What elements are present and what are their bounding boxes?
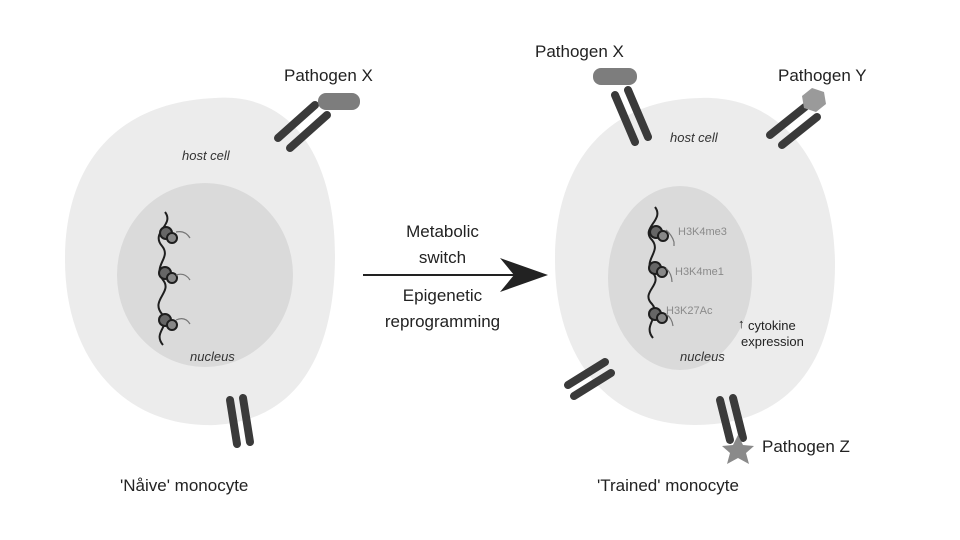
receptor-x bbox=[611, 86, 652, 146]
pathogen-z-shape bbox=[722, 435, 754, 464]
transition-line-1: Metabolic bbox=[406, 222, 479, 241]
pathogen-y-shape bbox=[802, 88, 826, 112]
host-cell-label: host cell bbox=[182, 148, 230, 163]
host-cell-label-trained: host cell bbox=[670, 130, 718, 145]
pathogen-x-label-trained: Pathogen X bbox=[535, 42, 624, 61]
cytokine-label: cytokine bbox=[748, 318, 796, 333]
naive-monocyte-cell bbox=[65, 93, 360, 448]
histone-mark-h3k27ac: H3K27Ac bbox=[666, 305, 713, 317]
naive-monocyte-caption: 'Nåive' monocyte bbox=[120, 476, 249, 495]
nucleus-label-trained: nucleus bbox=[680, 349, 725, 364]
transition-line-4: reprogramming bbox=[384, 312, 501, 331]
transition-arrow bbox=[363, 258, 548, 292]
histone-mark-h3k4me1: H3K4me1 bbox=[675, 266, 724, 278]
transition-line-2: switch bbox=[418, 248, 467, 267]
expression-label: expression bbox=[741, 334, 804, 349]
receptor-bottom bbox=[226, 394, 254, 448]
receptor-top bbox=[274, 101, 331, 152]
receptor-z bbox=[716, 394, 747, 444]
pathogen-y-label: Pathogen Y bbox=[778, 66, 867, 85]
nucleus-label: nucleus bbox=[190, 349, 235, 364]
transition-line-3: Epigenetic bbox=[402, 286, 483, 305]
nucleus bbox=[117, 183, 293, 367]
trained-monocyte-cell bbox=[555, 68, 835, 464]
pathogen-z-label: Pathogen Z bbox=[762, 437, 850, 456]
pathogen-x-shape bbox=[318, 93, 360, 110]
nucleus-trained bbox=[608, 186, 752, 370]
cytokine-up-arrow: ↑ bbox=[738, 316, 745, 331]
pathogen-x-label: Pathogen X bbox=[284, 66, 373, 85]
chromatin bbox=[157, 211, 191, 346]
receptor-lower-left bbox=[564, 358, 615, 400]
receptor-y bbox=[766, 103, 821, 149]
chromatin-trained bbox=[647, 206, 675, 339]
histone-mark-h3k4me3: H3K4me3 bbox=[678, 226, 727, 238]
pathogen-x-shape-trained bbox=[593, 68, 637, 85]
trained-monocyte-caption: 'Trained' monocyte bbox=[597, 476, 739, 495]
